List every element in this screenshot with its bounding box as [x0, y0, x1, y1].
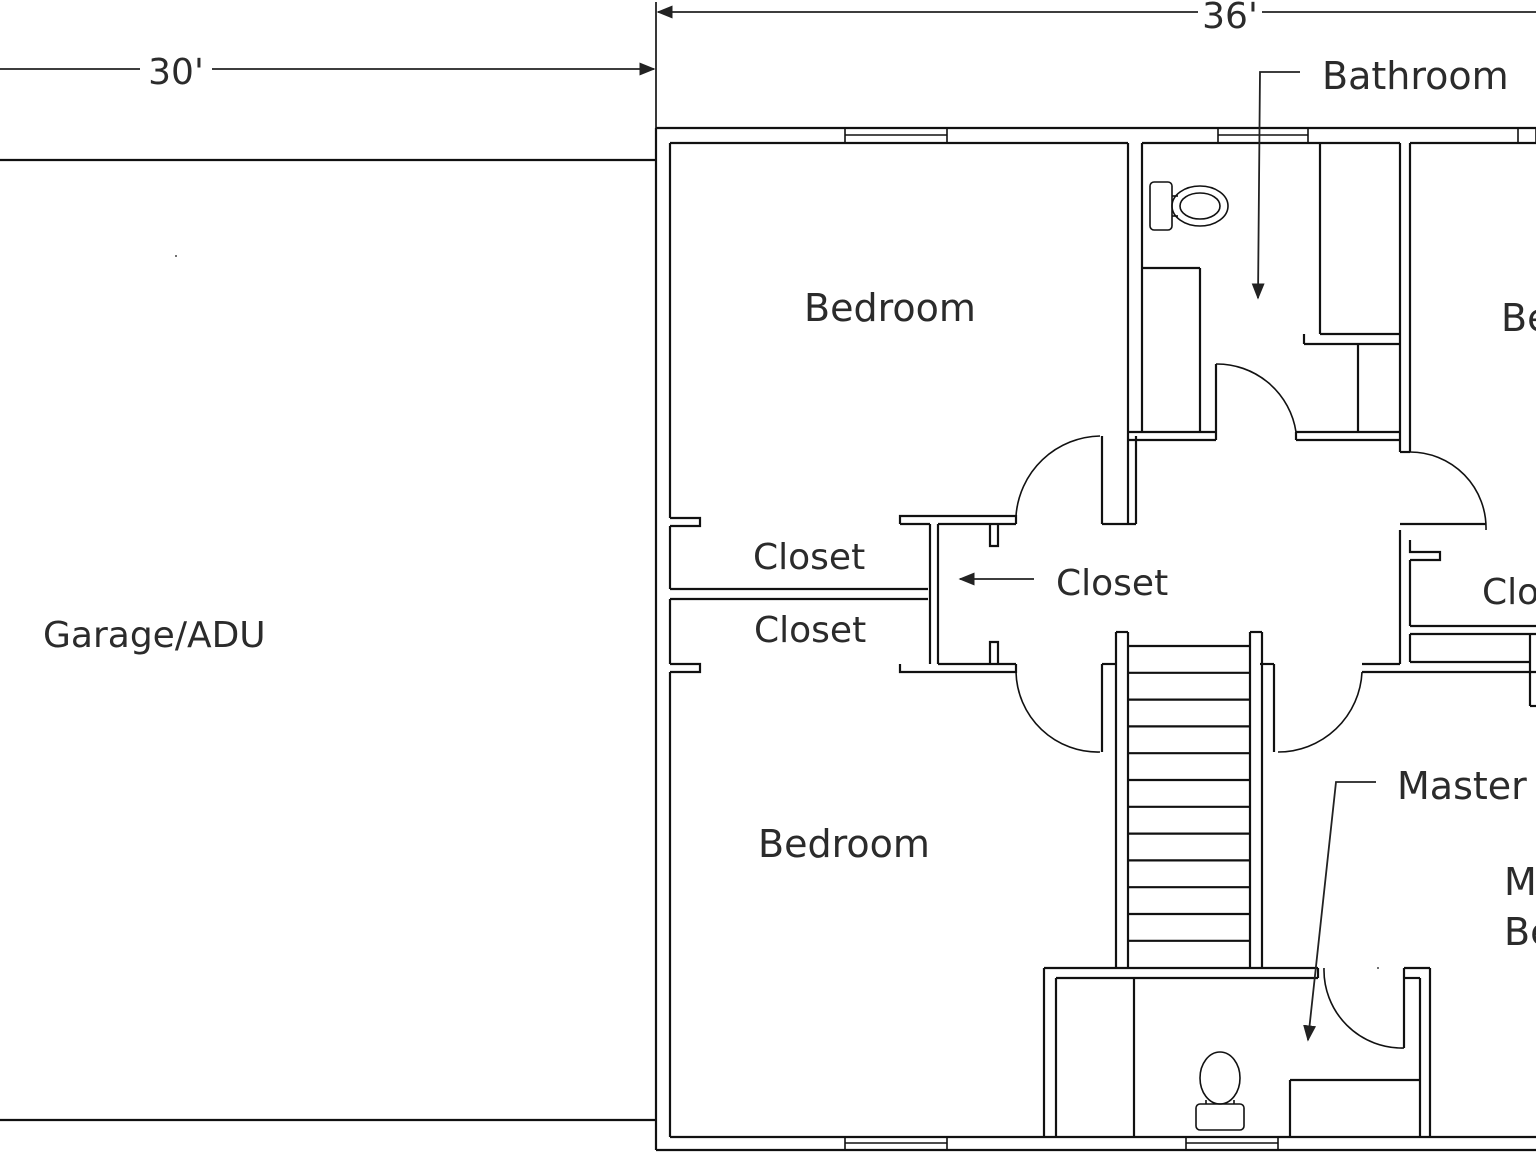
- closet-label-upper: Closet: [753, 537, 865, 578]
- bathroom-label: Bathroom: [1322, 54, 1509, 98]
- dimension-label-house: 36': [1202, 0, 1258, 37]
- exterior-walls: [654, 126, 1536, 1152]
- bedroom-label-right: Be: [1501, 296, 1536, 340]
- staircase: [1128, 644, 1250, 942]
- garage-outline: [0, 158, 656, 1122]
- interior-walls-right: [1248, 450, 1536, 968]
- dimension-label-garage: 30': [148, 52, 204, 93]
- garage-label: Garage/ADU: [43, 615, 266, 656]
- toilet-icon: [1149, 181, 1229, 231]
- arrow-icon: [1251, 71, 1300, 300]
- bedroom-label-bottom: Bedroom: [758, 822, 930, 866]
- bedroom-label-top: Bedroom: [804, 286, 976, 330]
- interior-walls-left: [668, 143, 1144, 968]
- master-bedroom-label-2: Be: [1504, 910, 1536, 954]
- closet-label-center: Closet: [1056, 563, 1168, 604]
- master-bedroom-label-1: M: [1504, 860, 1536, 904]
- dimension-house: 36': [655, 0, 1536, 128]
- master-bath-label: Master B: [1397, 764, 1536, 808]
- closet-label-right: Clo: [1482, 572, 1536, 613]
- dimension-garage: 30': [0, 52, 656, 93]
- master-bath-walls: [1042, 966, 1432, 1137]
- arrow-icon: [1303, 781, 1376, 1042]
- bathroom-walls: [1128, 143, 1412, 452]
- toilet-icon: [1195, 1051, 1245, 1131]
- closet-label-lower: Closet: [754, 610, 866, 651]
